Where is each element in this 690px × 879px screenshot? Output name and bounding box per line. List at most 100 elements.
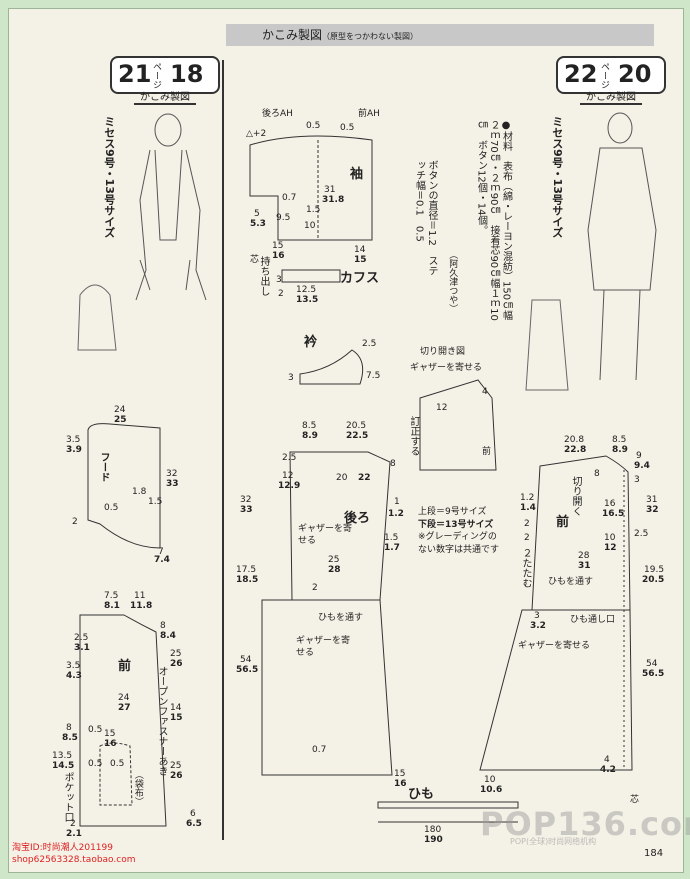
rfront-name: 前: [556, 515, 570, 530]
rfront-d-12: 1.2: [520, 493, 535, 503]
rfront-tatamu: ２たたむ: [520, 548, 531, 588]
rfront-d-12b: 12: [604, 543, 617, 553]
left-model-illustration: [135, 113, 207, 301]
materials-text: ●材料 表布（綿・レーヨン混紡）150㎝幅２ｍ70㎝・２ｍ90㎝ 接着芯90㎝幅…: [475, 120, 512, 321]
hood-d-2: 2: [72, 517, 78, 527]
header-title-main: かこみ製図: [262, 28, 323, 42]
watermark-subtitle: POP(全球)时尚网络机构: [510, 837, 597, 846]
lfront-pocket: ポケット口: [62, 772, 73, 822]
collar-outline: [299, 349, 364, 385]
footer-shop-url[interactable]: shop62563328.taobao.com: [12, 855, 136, 866]
sleeve-d-16: 16: [272, 251, 285, 261]
right-front-skirt-outline: [479, 609, 633, 771]
sleeve-plus2: △+2: [246, 129, 267, 139]
slash-title: 切り開き図: [420, 347, 466, 357]
back-name: 後ろ: [344, 511, 371, 526]
tie-d-190: 190: [424, 835, 443, 845]
sleeve-shin: 芯: [250, 255, 260, 265]
pattern-page: [8, 8, 684, 873]
right-caption: かこみ製図: [580, 88, 642, 105]
left-caption: かこみ製図: [134, 88, 196, 105]
back-d-8: 8: [390, 459, 396, 469]
rfront-d-3b: 3: [534, 611, 540, 621]
rfront-d-25: 2.5: [634, 529, 649, 539]
lfront-d-81: 8.1: [104, 601, 120, 611]
rfront-d-208: 20.8: [564, 435, 585, 445]
back-d-1: 1: [394, 497, 400, 507]
rfront-d-8: 8: [594, 469, 600, 479]
watermark-logo: POP136.com: [480, 805, 690, 843]
back-d-565: 56.5: [236, 665, 259, 675]
rfront-d-42: 4.2: [600, 765, 616, 775]
lfront-d-14: 14: [170, 703, 182, 713]
back-outline: [289, 451, 391, 601]
hood-d-25: 25: [114, 415, 127, 425]
hood-d-24: 24: [114, 405, 126, 415]
hood-outline: [87, 423, 161, 549]
lfront-d-16: 16: [104, 739, 117, 749]
rfront-d-2: 2: [524, 519, 530, 529]
rfront-d-31: 31: [646, 495, 658, 505]
back-d-2: 2: [312, 583, 318, 593]
sleeve-d-53: 5.3: [250, 219, 266, 229]
rfront-shin: 芯: [630, 795, 640, 805]
hood-d-05: 0.5: [104, 503, 119, 513]
credit-text: （阿久津つや）: [447, 250, 458, 313]
left-hoodie-sketch: [77, 284, 117, 351]
sleeve-d-15c: 15: [354, 255, 367, 265]
slash-front: 前: [482, 447, 492, 457]
rfront-d-32b: 3.2: [530, 621, 546, 631]
right-model-illustration: [587, 112, 657, 381]
back-d-15b: 15: [394, 769, 406, 779]
sleeve-d-3: 3: [276, 275, 282, 285]
slash-d-12: 12: [436, 403, 448, 413]
sleeve-d-5: 5: [254, 209, 260, 219]
lfront-d-05c: 0.5: [110, 759, 125, 769]
size-legend-line2: 下段＝13号サイズ: [418, 519, 494, 530]
back-gather: ギャザーを寄せる: [298, 524, 353, 546]
left-page-tag: 21 ページ 18: [110, 56, 220, 94]
hood-d-39: 3.9: [66, 445, 82, 455]
lfront-d-15: 15: [170, 713, 183, 723]
back-d-185: 18.5: [236, 575, 259, 585]
right-size-note: ミセス9号・13号サイズ: [550, 116, 564, 238]
lfront-d-21: 2.1: [66, 829, 82, 839]
lfront-d-25b: 25: [170, 649, 182, 659]
page-number: 184: [644, 848, 664, 859]
back-gather2: ギャザーを寄せる: [296, 636, 351, 658]
lfront-d-118: 11.8: [130, 601, 153, 611]
hood-d-32: 32: [166, 469, 178, 479]
rfront-d-94: 9.4: [634, 461, 650, 471]
lfront-d-65: 6.5: [186, 819, 202, 829]
back-d-175: 17.5: [236, 565, 257, 575]
lfront-d-145: 14.5: [52, 761, 75, 771]
lfront-d-05b: 0.5: [88, 759, 103, 769]
right-front-outline: [531, 455, 631, 611]
right-page-ref: 22: [564, 60, 598, 88]
header-bar: [226, 24, 654, 46]
rfront-d-565: 56.5: [642, 669, 665, 679]
sleeve-d-15b: 15: [272, 241, 284, 251]
rfront-d-165: 16.5: [602, 509, 625, 519]
slash-d-4: 4: [482, 387, 488, 397]
tie-name: ひも: [408, 787, 435, 802]
lfront-d-26: 26: [170, 659, 183, 669]
collar-d-75: 7.5: [366, 371, 381, 381]
rfront-d-9: 9: [636, 451, 642, 461]
left-front-outline: [79, 614, 167, 827]
back-d-129: 12.9: [278, 481, 301, 491]
lfront-d-05: 0.5: [88, 725, 103, 735]
rfront-d-2b: 2: [524, 533, 530, 543]
rfront-d-14: 1.4: [520, 503, 536, 513]
rfront-d-31b: 31: [578, 561, 591, 571]
sleeve-mochidashi: 持ち出し: [258, 256, 269, 296]
sleeve-d-135: 13.5: [296, 295, 319, 305]
lfront-d-11: 11: [134, 591, 146, 601]
left-page-ref: 21: [118, 60, 152, 88]
rfront-himo2: ひも通し口: [570, 615, 616, 625]
sleeve-outline: [249, 135, 373, 241]
hood-d-33: 33: [166, 479, 179, 489]
lfront-name: 前: [118, 659, 132, 674]
back-d-32: 32: [240, 495, 252, 505]
